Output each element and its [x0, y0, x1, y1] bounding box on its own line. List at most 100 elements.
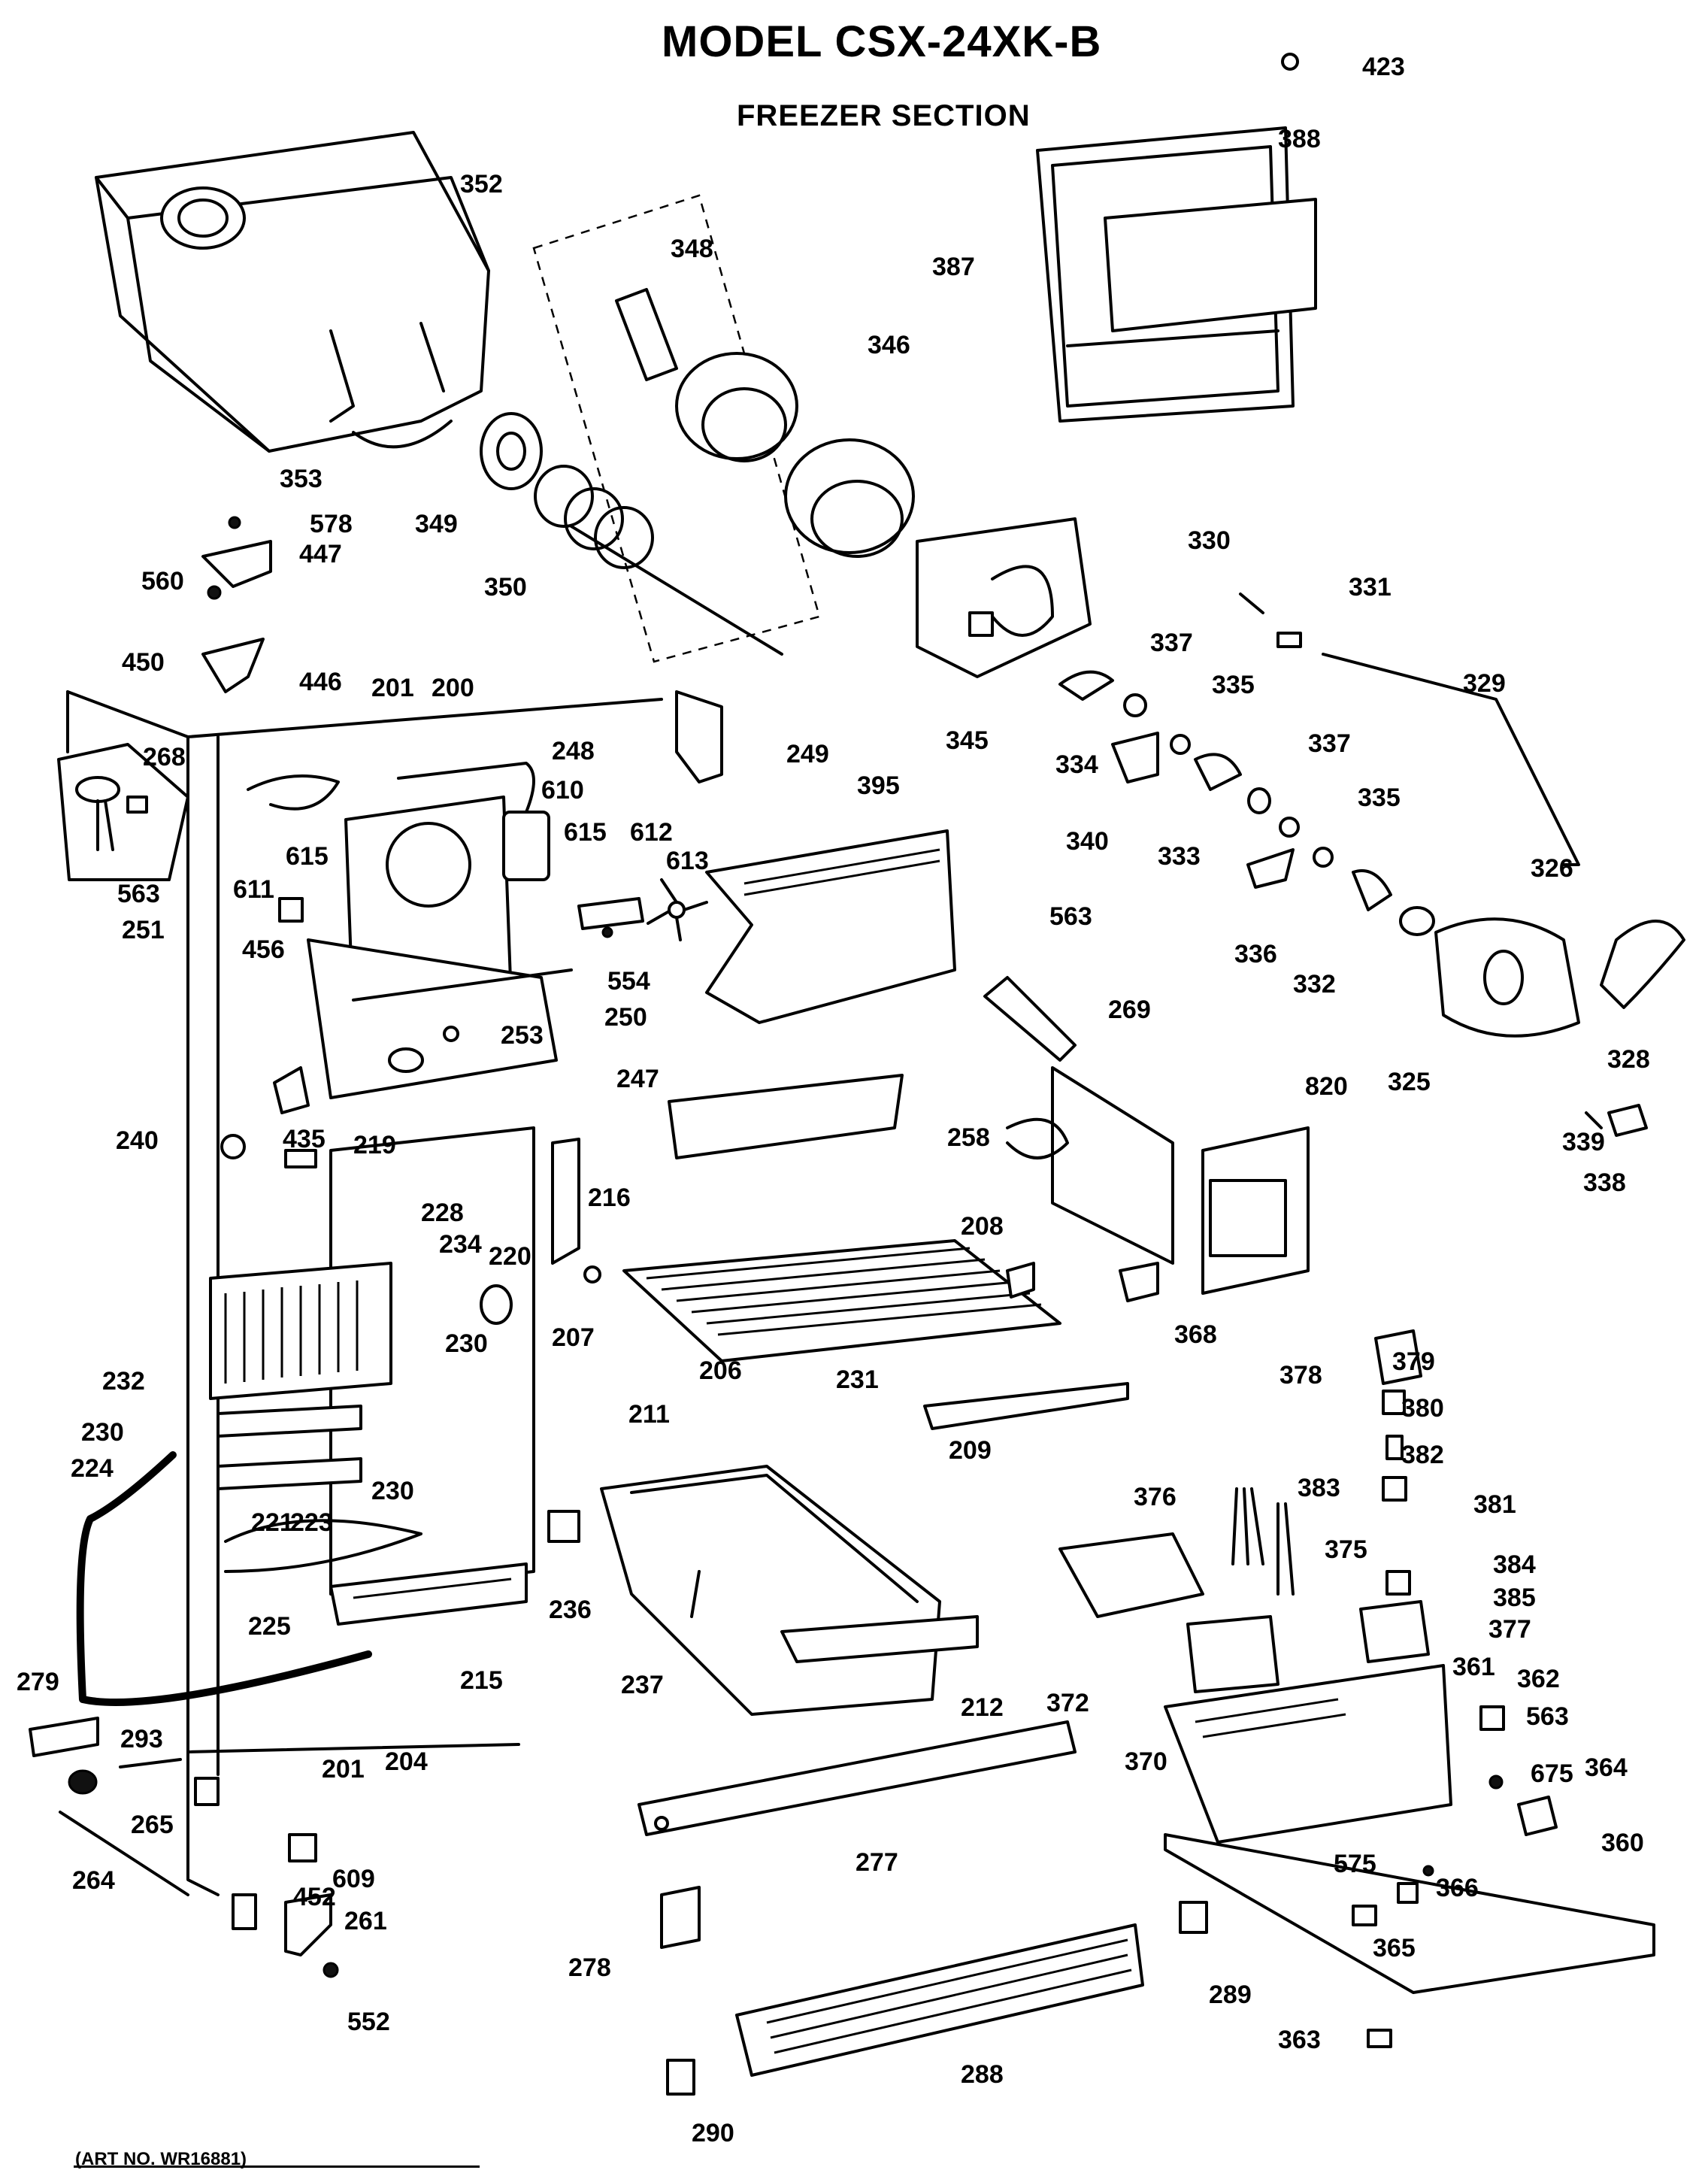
part-label-447: 447 — [299, 540, 342, 568]
part-label-380: 380 — [1401, 1394, 1444, 1423]
part-label-368: 368 — [1174, 1320, 1217, 1349]
bracket-447 — [201, 540, 272, 588]
part-label-223: 223 — [290, 1508, 333, 1537]
part-label-236: 236 — [549, 1596, 592, 1624]
part-label-350: 350 — [484, 573, 527, 602]
part-label-331: 331 — [1349, 573, 1392, 602]
part-label-215: 215 — [460, 1666, 503, 1695]
guard-328 — [1600, 920, 1685, 1009]
part-label-250: 250 — [604, 1003, 647, 1032]
part-label-612: 612 — [630, 818, 673, 847]
part-label-264: 264 — [72, 1866, 115, 1895]
part-label-335: 335 — [1212, 671, 1255, 699]
part-label-370: 370 — [1125, 1747, 1167, 1776]
part-label-363: 363 — [1278, 2026, 1321, 2054]
hinge-261 — [284, 1893, 332, 1956]
part-label-381: 381 — [1473, 1490, 1516, 1519]
part-label-384: 384 — [1493, 1550, 1536, 1579]
screw-560 — [207, 585, 222, 600]
part-label-552: 552 — [347, 2008, 390, 2036]
part-label-366: 366 — [1436, 1874, 1479, 1902]
part-label-253: 253 — [501, 1021, 544, 1050]
channel-258 — [668, 1074, 904, 1159]
part-label-268: 268 — [143, 743, 186, 771]
harness-376 — [1231, 1487, 1264, 1565]
switch-251 — [278, 897, 304, 923]
part-label-329: 329 — [1463, 669, 1506, 698]
part-label-269: 269 — [1108, 996, 1151, 1024]
bracket-368 — [1119, 1262, 1159, 1302]
part-label-258: 258 — [947, 1123, 990, 1152]
part-label-234: 234 — [439, 1230, 482, 1259]
clip-236 — [547, 1510, 580, 1543]
part-label-332: 332 — [1293, 970, 1336, 999]
part-label-265: 265 — [131, 1811, 174, 1839]
bracket-380 — [1382, 1390, 1406, 1415]
clip-366 — [1397, 1882, 1419, 1904]
part-label-279: 279 — [17, 1668, 59, 1696]
duct-216 — [551, 1138, 580, 1265]
part-label-333: 333 — [1158, 842, 1201, 871]
part-label-230: 230 — [371, 1477, 414, 1505]
part-label-247: 247 — [616, 1065, 659, 1093]
part-label-216: 216 — [588, 1183, 631, 1212]
part-label-289: 289 — [1209, 1981, 1252, 2009]
part-label-388: 388 — [1278, 125, 1321, 153]
part-label-452: 452 — [293, 1883, 336, 1911]
part-label-365: 365 — [1373, 1934, 1416, 1962]
screw-552 — [323, 1962, 339, 1978]
crusher-346 — [675, 352, 915, 558]
part-label-228: 228 — [421, 1199, 464, 1227]
part-label-288: 288 — [961, 2060, 1004, 2089]
ice-bin-211 — [600, 1465, 979, 1716]
harness-375 — [1276, 1502, 1295, 1596]
part-label-219: 219 — [353, 1131, 396, 1159]
part-label-230: 230 — [445, 1329, 488, 1358]
screw-675 — [1488, 1774, 1504, 1790]
block-365 — [1352, 1905, 1377, 1926]
pin-265 — [119, 1758, 182, 1768]
part-label-326: 326 — [1531, 854, 1573, 883]
part-label-237: 237 — [621, 1671, 664, 1699]
part-label-230: 230 — [81, 1418, 124, 1447]
part-label-456: 456 — [242, 935, 285, 964]
dispenser-door-387 — [1036, 126, 1317, 423]
light-socket-268 — [57, 743, 189, 881]
screw-578 — [228, 516, 241, 529]
drain-tube-224 — [76, 1451, 372, 1706]
part-label-435: 435 — [283, 1125, 326, 1153]
solenoid-379 — [1374, 1329, 1422, 1385]
bracket-384 — [1385, 1570, 1411, 1596]
switch-278 — [660, 1886, 701, 1949]
part-label-248: 248 — [552, 737, 595, 765]
plunger-382 — [1385, 1435, 1404, 1460]
part-label-232: 232 — [102, 1367, 145, 1396]
shelf-rail-209 — [923, 1382, 1129, 1430]
part-label-337: 337 — [1150, 629, 1193, 657]
mounting-plate-345 — [916, 517, 1092, 678]
screw-554 — [601, 926, 613, 938]
part-label-221: 221 — [251, 1508, 294, 1537]
part-label-212: 212 — [961, 1693, 1004, 1722]
part-label-277: 277 — [856, 1848, 898, 1877]
evaporator-228 — [209, 1126, 535, 1596]
duct-248 — [397, 762, 535, 814]
part-label-560: 560 — [141, 567, 184, 596]
part-label-450: 450 — [122, 648, 165, 677]
bracket-208 — [1006, 1262, 1035, 1299]
part-label-610: 610 — [541, 776, 584, 805]
screw-423 — [1281, 53, 1299, 71]
part-label-378: 378 — [1279, 1361, 1322, 1390]
part-label-334: 334 — [1055, 750, 1098, 779]
part-label-200: 200 — [432, 674, 474, 702]
spring-383 — [1382, 1476, 1407, 1502]
cover-435 — [273, 1066, 310, 1114]
slide-plate-348 — [615, 288, 678, 381]
fill-tube-269 — [983, 976, 1077, 1062]
part-label-563: 563 — [1049, 902, 1092, 931]
drain-grill-215 — [353, 1577, 512, 1599]
cover-372 — [1058, 1532, 1204, 1618]
cover-vents-395 — [743, 848, 940, 896]
part-label-225: 225 — [248, 1612, 291, 1641]
screw-207 — [583, 1265, 601, 1284]
